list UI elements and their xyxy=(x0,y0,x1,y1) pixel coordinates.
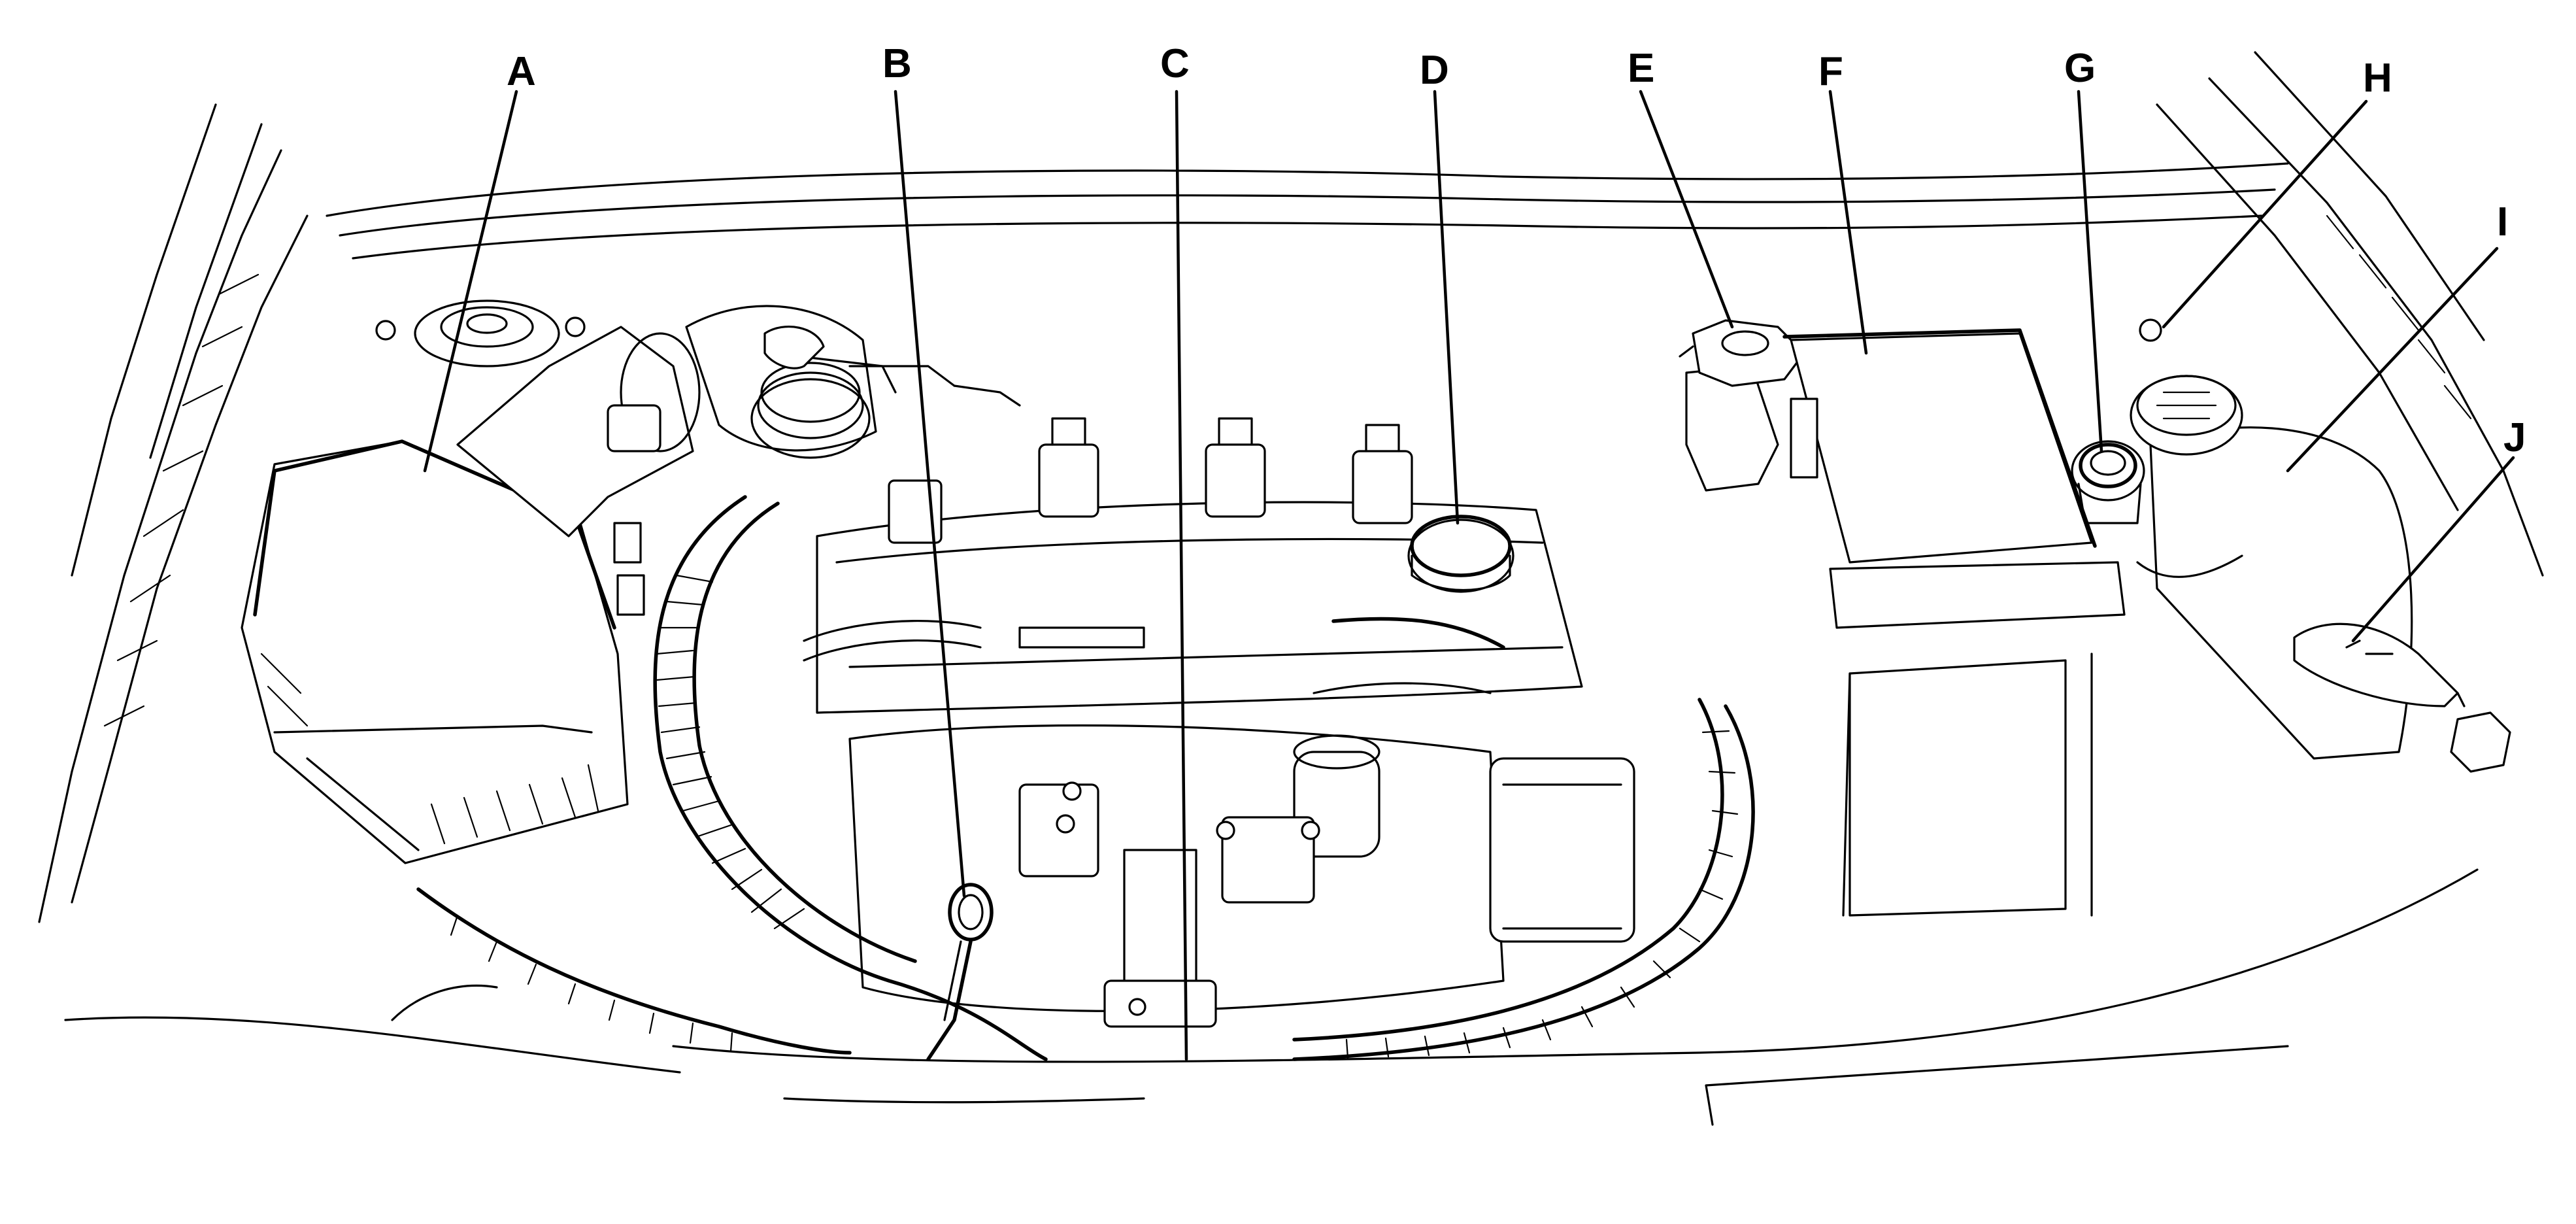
power-steering-reservoir xyxy=(2071,440,2145,524)
intake-tube xyxy=(685,305,1021,459)
callout-i: I xyxy=(2497,199,2508,245)
callout-g: G xyxy=(2064,46,2096,91)
ignition-coils xyxy=(888,417,1413,544)
battery xyxy=(1782,328,2126,917)
right-bolt xyxy=(2450,711,2511,773)
valve-cover xyxy=(803,417,1583,714)
lower-engine xyxy=(848,724,1635,1028)
air-cleaner-housing xyxy=(241,326,701,864)
engine-oil-fill-cap xyxy=(1407,515,1514,593)
engine-oil-dipstick xyxy=(926,883,994,1061)
callout-h: H xyxy=(2363,56,2392,101)
callout-f: F xyxy=(1818,49,1843,94)
wiring-harness-conduit xyxy=(416,495,1755,1061)
callout-a: A xyxy=(507,49,536,94)
brake-fluid-reservoir xyxy=(1679,319,1815,492)
callout-j: J xyxy=(2503,415,2526,460)
callout-labels: A B C D E F G H I J xyxy=(507,41,2526,460)
callout-c: C xyxy=(1160,41,1190,86)
body-outline xyxy=(38,51,2544,1126)
callout-b: B xyxy=(882,41,912,86)
callout-d: D xyxy=(1420,48,1449,93)
left-strut-tower xyxy=(375,299,586,367)
callout-leaders xyxy=(423,90,2515,1061)
washer-fluid-cap xyxy=(2293,622,2466,707)
callout-e: E xyxy=(1628,46,1654,91)
